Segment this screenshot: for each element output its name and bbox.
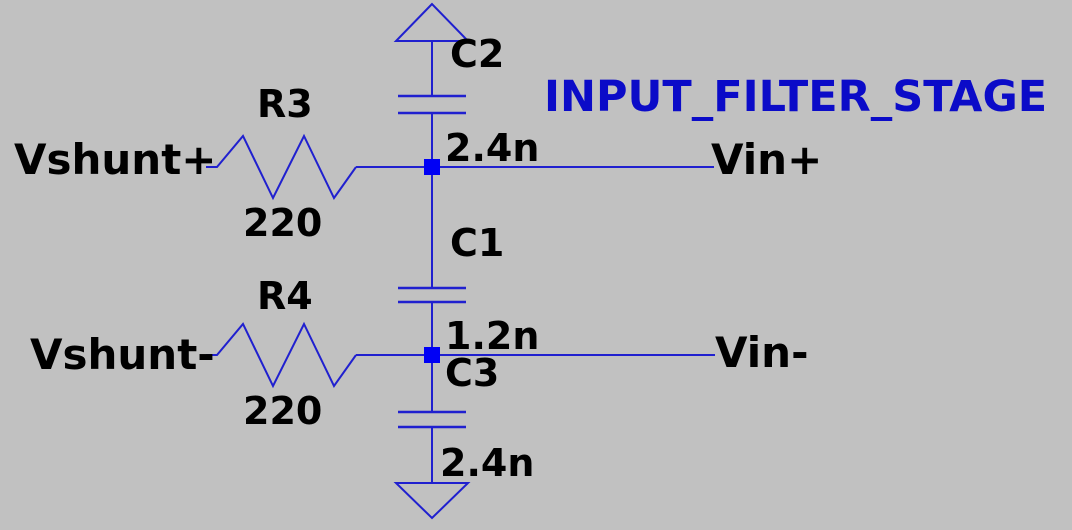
- resistor-symbol-r3[interactable]: [206, 133, 357, 201]
- resistor-symbol-r4[interactable]: [206, 321, 357, 389]
- value-label-r3[interactable]: 220: [243, 201, 323, 245]
- junction-node-bottom[interactable]: [424, 347, 440, 363]
- net-label-vshunt-minus[interactable]: Vshunt-: [30, 330, 215, 379]
- designator-label-c1[interactable]: C1: [450, 221, 505, 265]
- capacitor-symbol-c1[interactable]: [398, 286, 466, 304]
- value-label-r4[interactable]: 220: [243, 389, 323, 433]
- capacitor-symbol-c3[interactable]: [398, 410, 466, 429]
- net-label-vin-plus[interactable]: Vin+: [711, 135, 823, 184]
- designator-label-c3[interactable]: C3: [445, 351, 500, 395]
- schematic-title[interactable]: INPUT_FILTER_STAGE: [544, 72, 1048, 122]
- value-label-c2[interactable]: 2.4n: [445, 126, 540, 170]
- designator-label-r4[interactable]: R4: [257, 274, 313, 318]
- junction-node-top[interactable]: [424, 159, 440, 175]
- net-label-vshunt-plus[interactable]: Vshunt+: [14, 135, 217, 184]
- net-label-vin-minus[interactable]: Vin-: [715, 328, 809, 377]
- designator-label-c2[interactable]: C2: [450, 32, 505, 76]
- ground-arrow-down-symbol[interactable]: [393, 482, 471, 520]
- capacitor-symbol-c2[interactable]: [398, 94, 466, 115]
- value-label-c3[interactable]: 2.4n: [440, 441, 535, 485]
- designator-label-r3[interactable]: R3: [257, 82, 313, 126]
- value-label-c1[interactable]: 1.2n: [445, 314, 540, 358]
